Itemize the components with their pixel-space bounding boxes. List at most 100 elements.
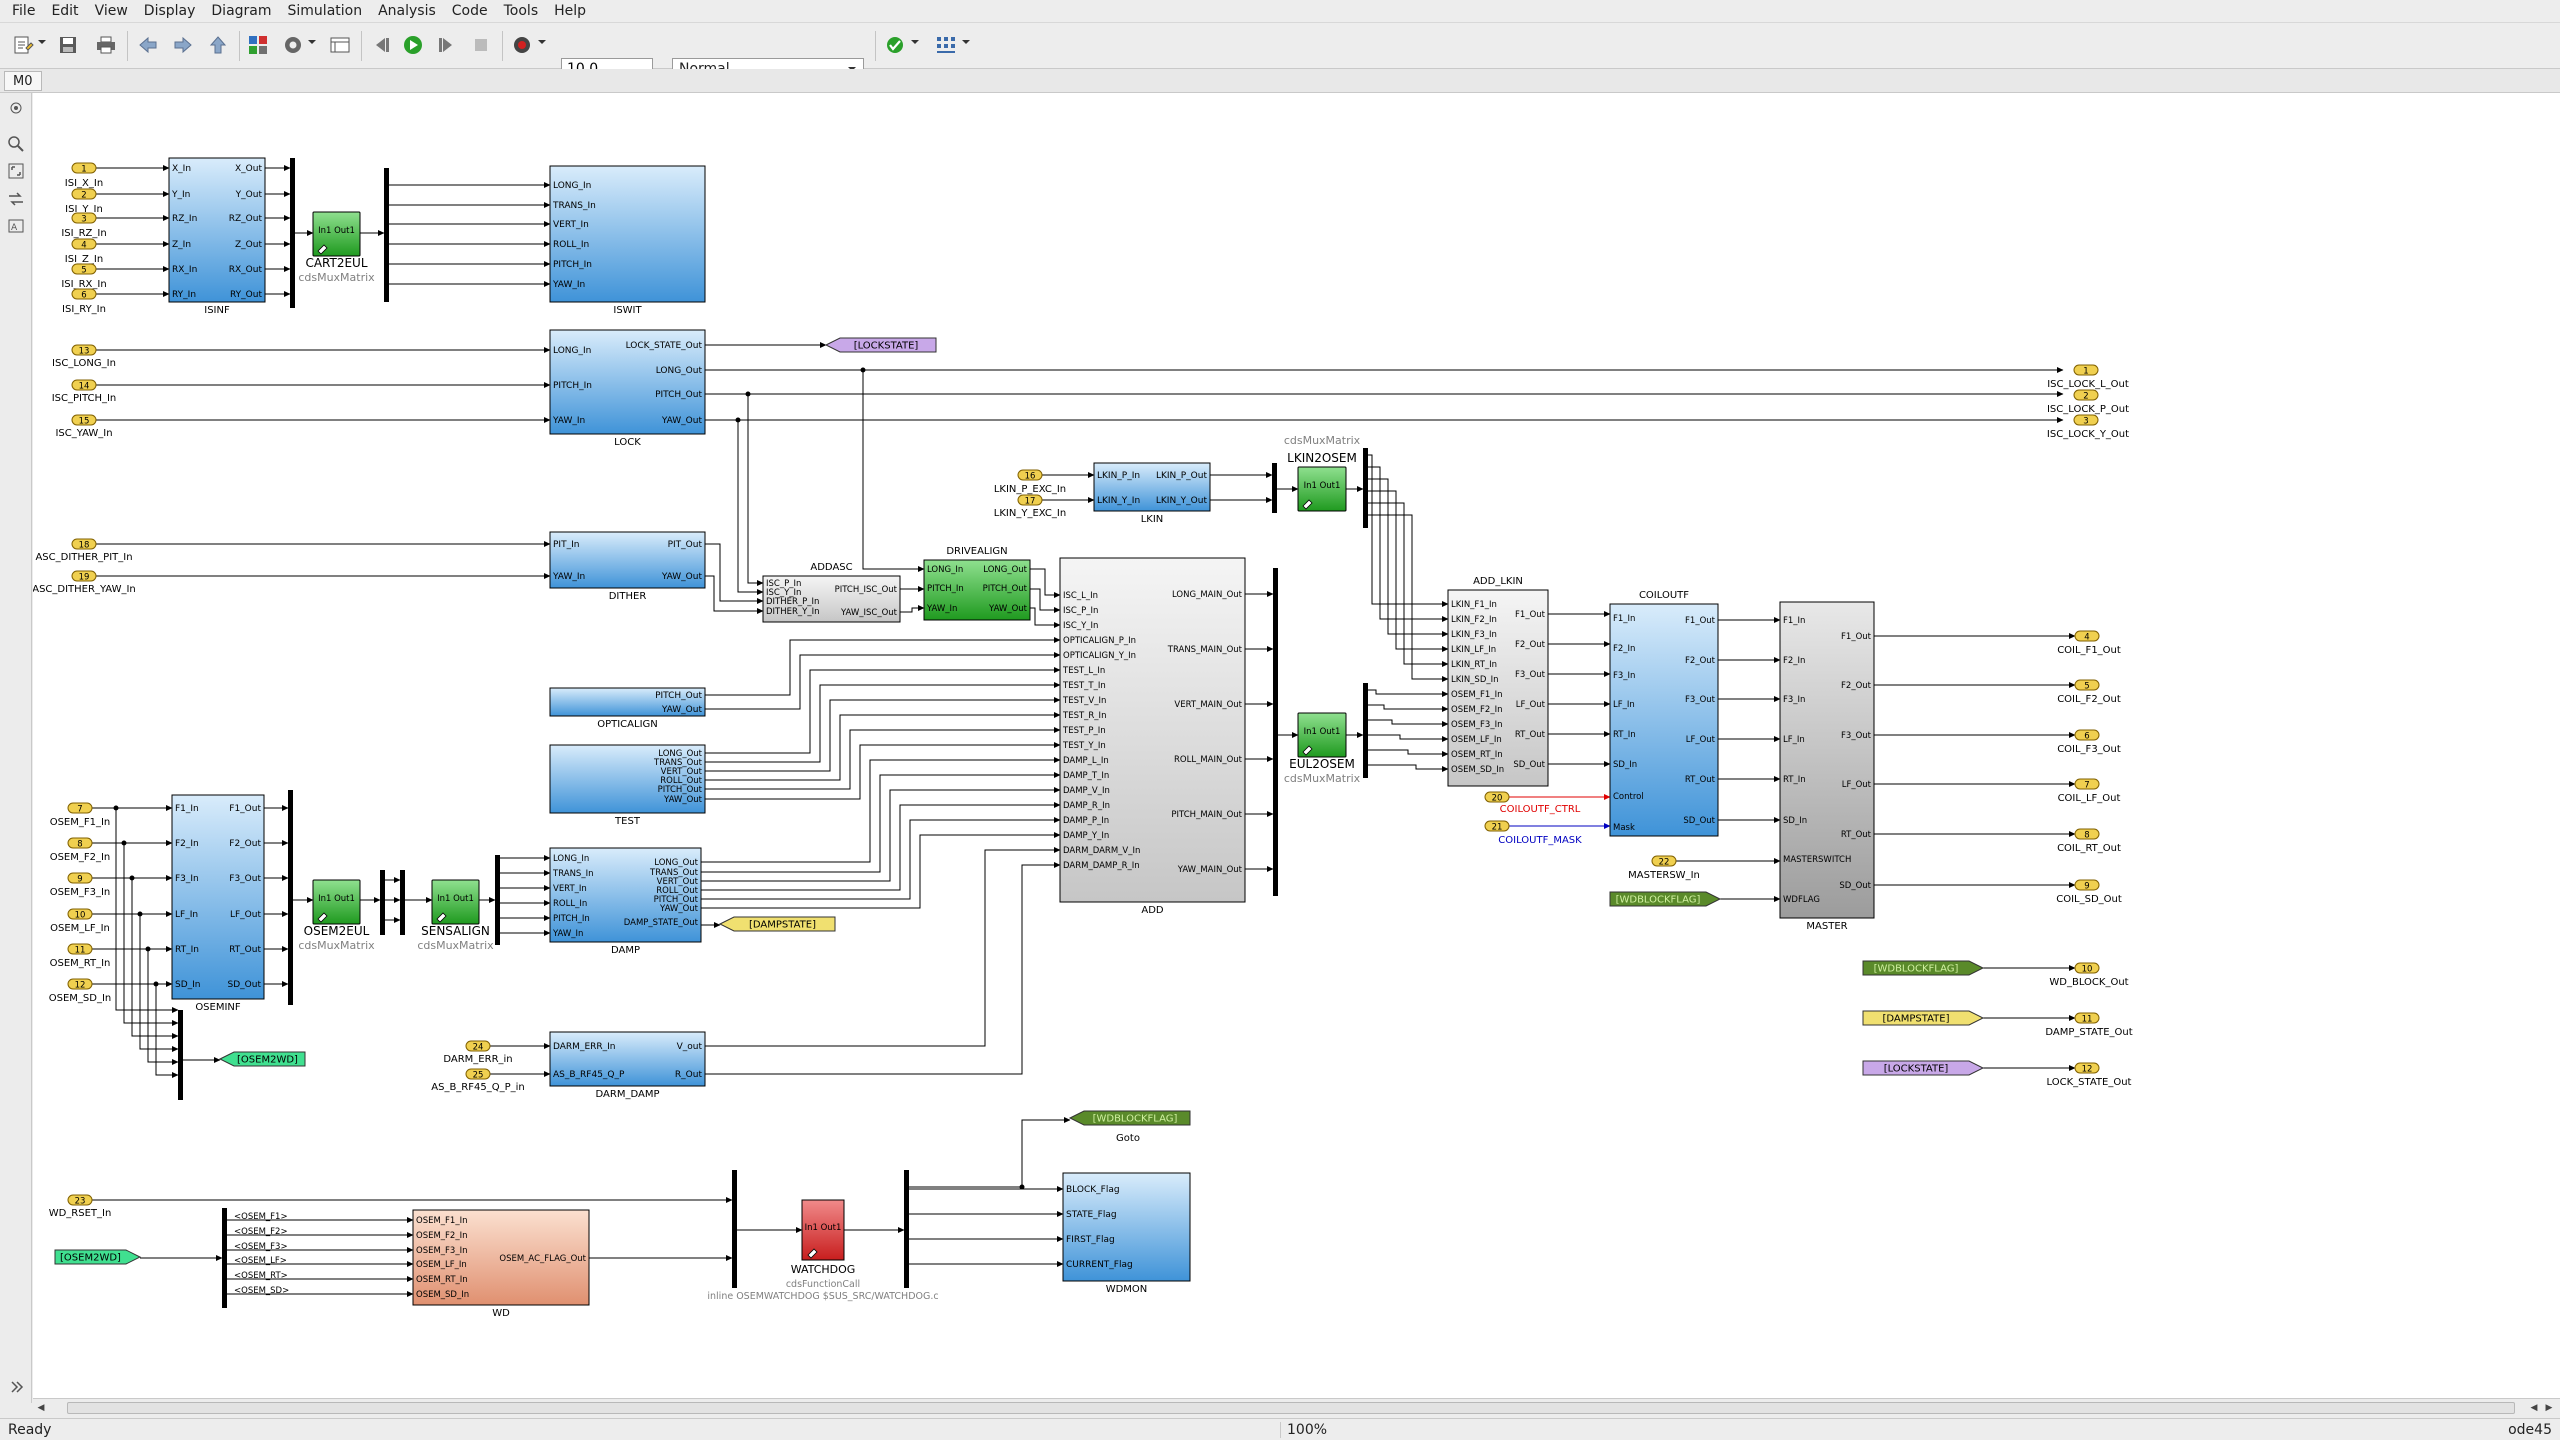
signal-line[interactable] — [701, 772, 1061, 873]
goto-lockstate[interactable]: [LOCKSTATE] — [1862, 1060, 1985, 1076]
signal-line[interactable] — [705, 862, 1061, 1075]
signal-line[interactable] — [131, 878, 179, 1039]
stop-icon[interactable] — [466, 31, 496, 59]
block-body[interactable] — [412, 1209, 590, 1306]
signal-line[interactable] — [1030, 568, 1061, 598]
signal-line[interactable] — [1030, 588, 1061, 613]
signal-line[interactable] — [900, 605, 925, 613]
block-wdmon[interactable]: BLOCK_FlagSTATE_FlagFIRST_FlagCURRENT_Fl… — [1062, 1172, 1191, 1295]
signal-line[interactable] — [705, 712, 1061, 781]
port-oval[interactable] — [67, 802, 93, 814]
port-oval[interactable] — [1484, 791, 1510, 803]
signal-line[interactable] — [1368, 490, 1449, 652]
port-oval[interactable] — [2074, 879, 2100, 891]
menu-analysis[interactable]: Analysis — [378, 3, 436, 19]
mux-bar[interactable] — [904, 1170, 909, 1288]
mux-bar[interactable] — [380, 870, 385, 935]
scrollbar-thumb[interactable] — [67, 1402, 2515, 1414]
menu-view[interactable]: View — [94, 3, 128, 19]
port-oval[interactable] — [71, 263, 97, 275]
menu-tools[interactable]: Tools — [503, 3, 539, 19]
scroll-left-icon[interactable]: ◀ — [2530, 1403, 2538, 1413]
signal-line[interactable] — [737, 420, 764, 595]
mux-bar[interactable] — [495, 855, 500, 945]
block-body[interactable] — [431, 879, 480, 925]
annotation-icon[interactable]: A — [4, 215, 28, 237]
menu-file[interactable]: File — [12, 3, 36, 19]
step-forward-icon[interactable] — [432, 31, 462, 59]
signal-line[interactable] — [123, 843, 179, 1026]
block-test[interactable]: LONG_OutTRANS_OutVERT_OutROLL_OutPITCH_O… — [549, 744, 706, 827]
port-oval[interactable] — [465, 1040, 491, 1052]
block-body[interactable] — [168, 157, 266, 303]
port-oval[interactable] — [2074, 630, 2100, 642]
block-add_lkin[interactable]: LKIN_F1_InLKIN_F2_InLKIN_F3_InLKIN_LF_In… — [1447, 576, 1549, 787]
mux-bar[interactable] — [732, 1170, 737, 1288]
signal-line[interactable] — [705, 652, 1061, 710]
port-oval[interactable] — [2074, 1062, 2100, 1074]
mux-bar[interactable] — [1273, 568, 1278, 896]
port-oval[interactable] — [67, 943, 93, 955]
block-body[interactable] — [801, 1199, 845, 1261]
block-body[interactable] — [1062, 1172, 1191, 1282]
hide-show-icon[interactable] — [4, 97, 28, 119]
port-oval[interactable] — [67, 1194, 93, 1206]
chevron-down-icon[interactable] — [307, 37, 317, 47]
signal-line[interactable] — [1368, 466, 1449, 622]
mux-bar[interactable] — [288, 790, 293, 1005]
port-oval[interactable] — [465, 1068, 491, 1080]
library-browser-icon[interactable] — [243, 31, 273, 59]
signal-line[interactable] — [701, 787, 1061, 882]
block-iswit[interactable]: LONG_InTRANS_InVERT_InROLL_InPITCH_InYAW… — [549, 165, 706, 316]
signal-line[interactable] — [705, 742, 1061, 800]
port-oval[interactable] — [71, 212, 97, 224]
block-body[interactable] — [549, 847, 702, 943]
port-oval[interactable] — [1484, 820, 1510, 832]
block-body[interactable] — [1297, 466, 1347, 512]
signal-line[interactable] — [1368, 502, 1449, 667]
scroll-right-icon[interactable]: ▶ — [2545, 1403, 2553, 1413]
block-body[interactable] — [1297, 712, 1347, 758]
port-oval[interactable] — [2073, 389, 2099, 401]
port-oval[interactable] — [1651, 855, 1677, 867]
goto-tag[interactable] — [1862, 1010, 1985, 1026]
port-oval[interactable] — [67, 978, 93, 990]
mux-bar[interactable] — [290, 158, 295, 308]
block-body[interactable] — [549, 687, 706, 717]
block-body[interactable] — [1093, 462, 1211, 512]
block-body[interactable] — [1779, 601, 1875, 919]
goto-lockstate[interactable]: [LOCKSTATE] — [824, 337, 937, 353]
signal-line[interactable] — [1368, 749, 1449, 757]
menu-diagram[interactable]: Diagram — [211, 3, 272, 19]
block-add[interactable]: ISC_L_InISC_P_InISC_Y_InOPTICALIGN_P_InO… — [1059, 557, 1246, 916]
block-wd[interactable]: OSEM_F1_InOSEM_F2_InOSEM_F3_InOSEM_LF_In… — [412, 1209, 590, 1319]
signal-line[interactable] — [705, 697, 1061, 772]
signal-line[interactable] — [705, 637, 1061, 696]
signal-line[interactable] — [705, 847, 1061, 1047]
block-body[interactable] — [549, 165, 706, 303]
scroll-left-icon[interactable]: ◀ — [37, 1403, 45, 1413]
model-advisor-icon[interactable] — [880, 31, 910, 59]
menu-help[interactable]: Help — [554, 3, 587, 19]
block-body[interactable] — [1609, 603, 1719, 837]
